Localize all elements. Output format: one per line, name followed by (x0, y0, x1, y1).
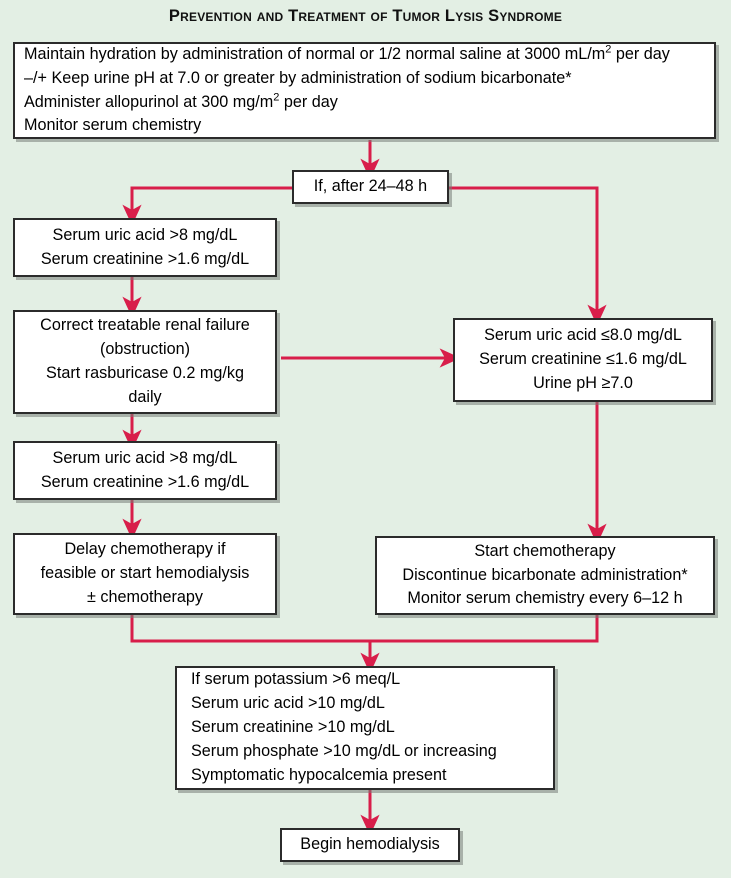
initial-management-box: Maintain hydration by administration of … (13, 42, 716, 139)
node-line: Serum phosphate >10 mg/dL or increasing (191, 741, 497, 760)
node-line: Serum creatinine ≤1.6 mg/dL (479, 350, 687, 369)
delay-chemotherapy-box: Delay chemotherapy if feasible or start … (13, 533, 277, 615)
acceptable-labs-box: Serum uric acid ≤8.0 mg/dL Serum creatin… (453, 318, 713, 402)
node-line: ± chemotherapy (87, 587, 203, 606)
node-line: Start rasburicase 0.2 mg/kg (46, 364, 244, 382)
start-chemotherapy-box: Start chemotherapy Discontinue bicarbona… (375, 536, 715, 615)
node-line: Start chemotherapy (474, 541, 616, 560)
node-line: Begin hemodialysis (300, 835, 440, 854)
node-line: Administer allopurinol at 300 mg/m2 per … (24, 91, 338, 111)
node-line: Serum creatinine >1.6 mg/dL (40, 249, 250, 268)
node-line: –/+ Keep urine pH at 7.0 or greater by a… (24, 68, 572, 87)
edge-merge-bar (130, 615, 599, 643)
correct-renal-failure-box: Correct treatable renal failure (obstruc… (13, 310, 277, 414)
abnormal-labs-second-box: Serum uric acid >8 mg/dL Serum creatinin… (13, 441, 277, 500)
node-line: Monitor serum chemistry every 6–12 h (407, 589, 683, 608)
node-line: Serum creatinine >1.6 mg/dL (40, 472, 250, 491)
hemodialysis-criteria-box: If serum potassium >6 meq/L Serum uric a… (175, 666, 555, 790)
begin-hemodialysis-box: Begin hemodialysis (280, 828, 460, 862)
node-line: Monitor serum chemistry (24, 116, 202, 135)
node-line: Serum uric acid >10 mg/dL (191, 694, 385, 713)
node-line: Urine pH ≥7.0 (533, 373, 633, 392)
node-line: (obstruction) (100, 340, 190, 359)
node-line: Delay chemotherapy if (64, 540, 226, 559)
timepoint-decision-box: If, after 24–48 h (292, 170, 449, 204)
page-title: Prevention and Treatment of Tumor Lysis … (168, 7, 563, 25)
node-line: If serum potassium >6 meq/L (191, 670, 401, 689)
edge-timepoint-to-normal (449, 186, 607, 326)
node-line: Serum creatinine >10 mg/dL (191, 718, 395, 737)
edge-timepoint-to-abnormal1 (122, 186, 292, 226)
abnormal-labs-first-box: Serum uric acid >8 mg/dL Serum creatinin… (13, 218, 277, 277)
node-line: Serum uric acid >8 mg/dL (52, 448, 238, 467)
node-line: Serum uric acid ≤8.0 mg/dL (484, 326, 682, 345)
node-line: If, after 24–48 h (313, 177, 428, 196)
node-line: Symptomatic hypocalcemia present (191, 765, 447, 784)
node-line: Discontinue bicarbonate administration* (402, 565, 688, 584)
node-line: feasible or start hemodialysis (40, 564, 250, 583)
node-line: daily (128, 387, 162, 406)
node-line: Maintain hydration by administration of … (24, 43, 670, 63)
node-line: Serum uric acid >8 mg/dL (52, 225, 238, 244)
node-line: Correct treatable renal failure (40, 316, 250, 335)
